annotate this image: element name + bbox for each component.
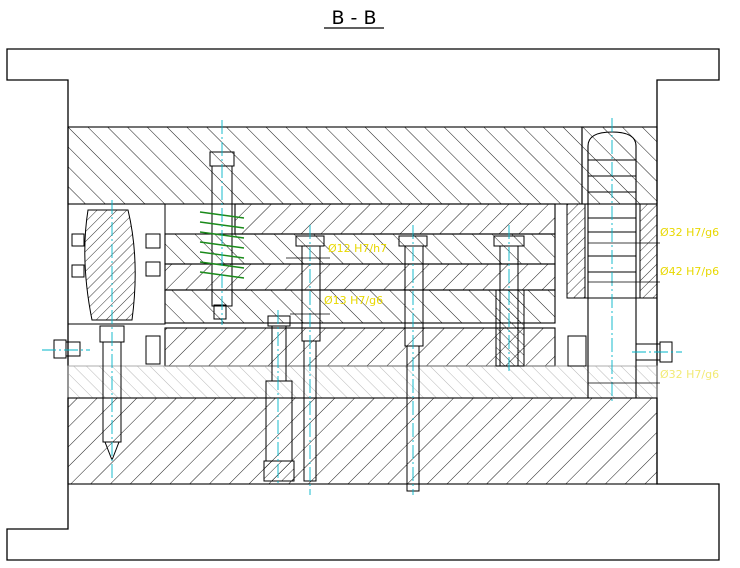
top-clamp-plate xyxy=(67,126,583,205)
cavity-plate xyxy=(234,203,556,235)
section-title: B - B xyxy=(331,7,376,29)
core-plate xyxy=(164,327,556,367)
fit-lower-guide-label: Ø32 H7/g6 xyxy=(660,368,719,381)
fit-pin-12-label: Ø12 H7/h7 xyxy=(328,242,387,255)
ejector-pin-3 xyxy=(493,235,525,367)
centerlines xyxy=(42,118,682,495)
bottom-plate xyxy=(67,397,658,485)
fit-guide-pin-label: Ø32 H7/g6 xyxy=(660,226,719,239)
fit-guide-bush-label: Ø42 H7/p6 xyxy=(660,265,719,278)
mold-frame-outline xyxy=(6,48,720,561)
sprue-puller xyxy=(263,315,295,482)
left-guide-block xyxy=(67,203,166,325)
right-guide-pillar xyxy=(587,131,637,399)
fit-pin-13-label: Ø13 H7/g6 xyxy=(324,294,383,307)
